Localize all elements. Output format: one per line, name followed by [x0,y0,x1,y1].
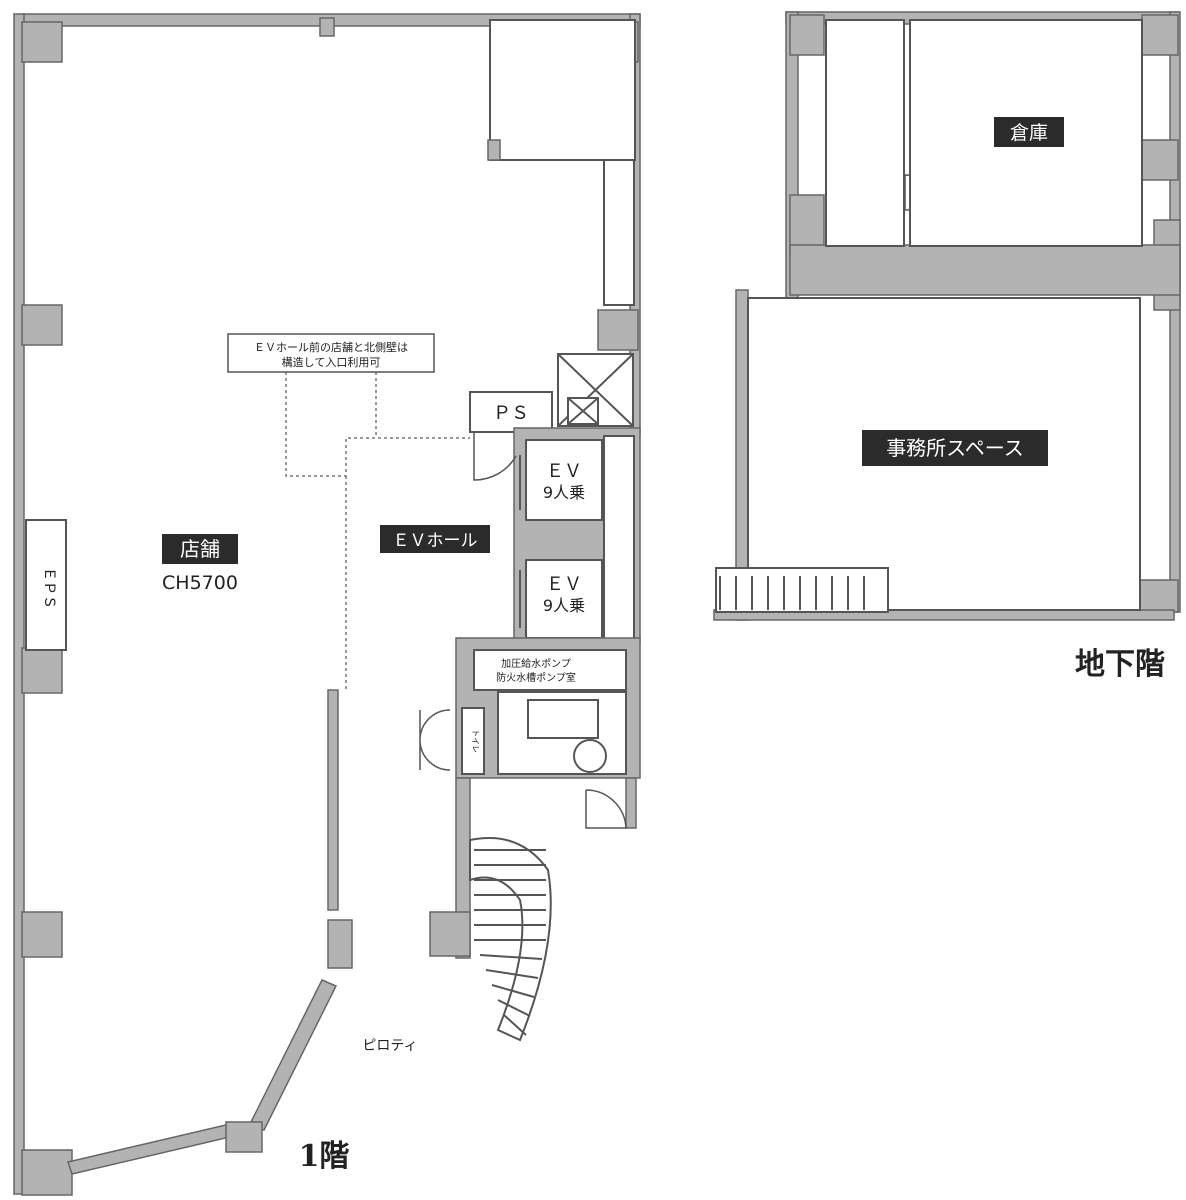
svg-text:ＥＶホール: ＥＶホール [393,531,478,551]
pump-room-label: 加圧給水ポンプ 防火水槽ポンプ室 [496,657,576,684]
svg-text:9人乗: 9人乗 [543,596,585,615]
first-floor-title: 1階 [299,1139,350,1174]
svg-text:防火水槽ポンプ室: 防火水槽ポンプ室 [496,671,576,684]
svg-text:加圧給水ポンプ: 加圧給水ポンプ [501,657,571,670]
svg-text:倉庫: 倉庫 [1010,122,1048,144]
ps-label: ＰＳ [493,403,529,424]
svg-text:ＥＶ: ＥＶ [546,574,582,595]
svg-text:CH5700: CH5700 [162,572,238,594]
svg-text:店舗: 店舗 [180,537,220,561]
office-label: 事務所スペース [862,430,1048,466]
basement-walls [713,11,1181,621]
svg-text:ＥＶホール前の店舗と北側壁は: ＥＶホール前の店舗と北側壁は [254,340,408,354]
elevator-2: ＥＶ 9人乗 [543,574,585,615]
svg-text:ＥＶ: ＥＶ [546,461,582,482]
eps-label: ＥＰＳ [41,567,57,609]
ev-hall-label: ＥＶホール [380,525,490,553]
elevator-1: ＥＶ 9人乗 [543,461,585,502]
basement-title: 地下階 [1075,647,1165,682]
svg-text:事務所スペース: 事務所スペース [886,436,1024,460]
spiral-stair [469,837,552,1042]
storage-label: 倉庫 [994,117,1064,147]
ev-hall-note: ＥＶホール前の店舗と北側壁は 構造して入口利用可 [227,333,435,373]
svg-text:構造して入口利用可: 構造して入口利用可 [282,355,381,369]
svg-text:9人乗: 9人乗 [543,483,585,502]
small-room-label: トイレ [471,729,480,753]
first-floor-dashed [285,372,470,690]
store-label: 店舗 CH5700 [162,534,238,594]
first-floor-walls [13,13,641,1196]
piloti-label: ピロティ [362,1038,417,1054]
